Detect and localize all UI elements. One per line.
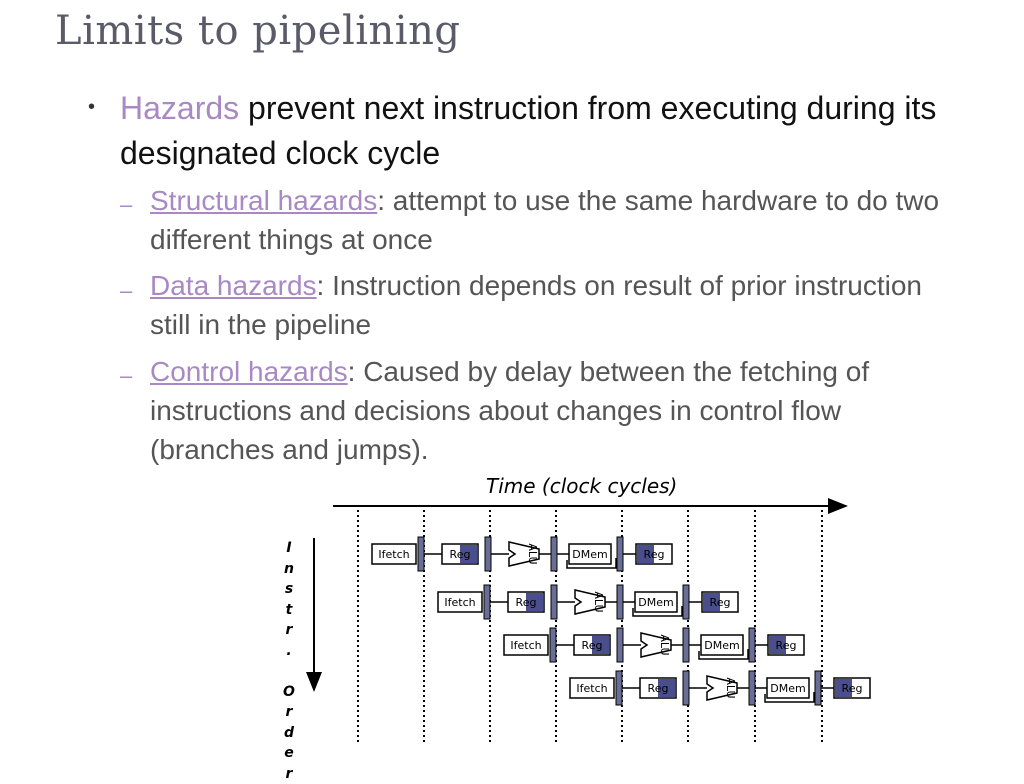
pipeline-register-latch <box>815 671 821 705</box>
pipeline-register-latch <box>550 628 556 662</box>
reg-write-label: Reg <box>842 682 863 695</box>
pipeline-register-latch <box>617 585 623 619</box>
pipeline-register-latch <box>485 537 491 571</box>
pipeline-register-latch <box>617 628 623 662</box>
dmem-stage-label: DMem <box>638 596 673 609</box>
alu-stage-label: ALU <box>724 677 737 698</box>
reg-read-label: Reg <box>516 596 537 609</box>
reg-write-label: Reg <box>644 548 665 561</box>
dmem-stage-label: DMem <box>770 682 805 695</box>
ifetch-stage-label: Ifetch <box>378 548 409 561</box>
pipeline-register-latch <box>749 628 755 662</box>
pipeline-instruction-row: Ifetch Reg ALU DMem Reg <box>504 628 804 662</box>
dmem-stage-label: DMem <box>572 548 607 561</box>
pipeline-register-latch <box>418 537 424 571</box>
alu-stage-label: ALU <box>592 591 605 612</box>
pipeline-register-latch <box>683 585 689 619</box>
pipeline-register-latch <box>617 537 623 571</box>
alu-stage-label: ALU <box>526 543 539 564</box>
pipeline-instruction-row: Ifetch Reg ALU DMem Reg <box>570 671 870 705</box>
ifetch-stage-label: Ifetch <box>510 639 541 652</box>
ifetch-stage-label: Ifetch <box>576 682 607 695</box>
alu-stage-label: ALU <box>658 634 671 655</box>
reg-read-label: Reg <box>648 682 669 695</box>
pipeline-register-latch <box>683 671 689 705</box>
reg-read-label: Reg <box>582 639 603 652</box>
ifetch-stage-label: Ifetch <box>444 596 475 609</box>
pipeline-instruction-row: Ifetch Reg ALU DMem Reg <box>438 585 738 619</box>
pipeline-register-latch <box>484 585 490 619</box>
reg-write-label: Reg <box>710 596 731 609</box>
pipeline-register-latch <box>551 537 557 571</box>
pipeline-instruction-row: Ifetch Reg ALU DMem Reg <box>372 537 672 571</box>
reg-read-label: Reg <box>450 548 471 561</box>
dmem-stage-label: DMem <box>704 639 739 652</box>
pipeline-register-latch <box>749 671 755 705</box>
pipeline-register-latch <box>616 671 622 705</box>
pipeline-register-latch <box>551 585 557 619</box>
pipeline-register-latch <box>683 628 689 662</box>
reg-write-label: Reg <box>776 639 797 652</box>
